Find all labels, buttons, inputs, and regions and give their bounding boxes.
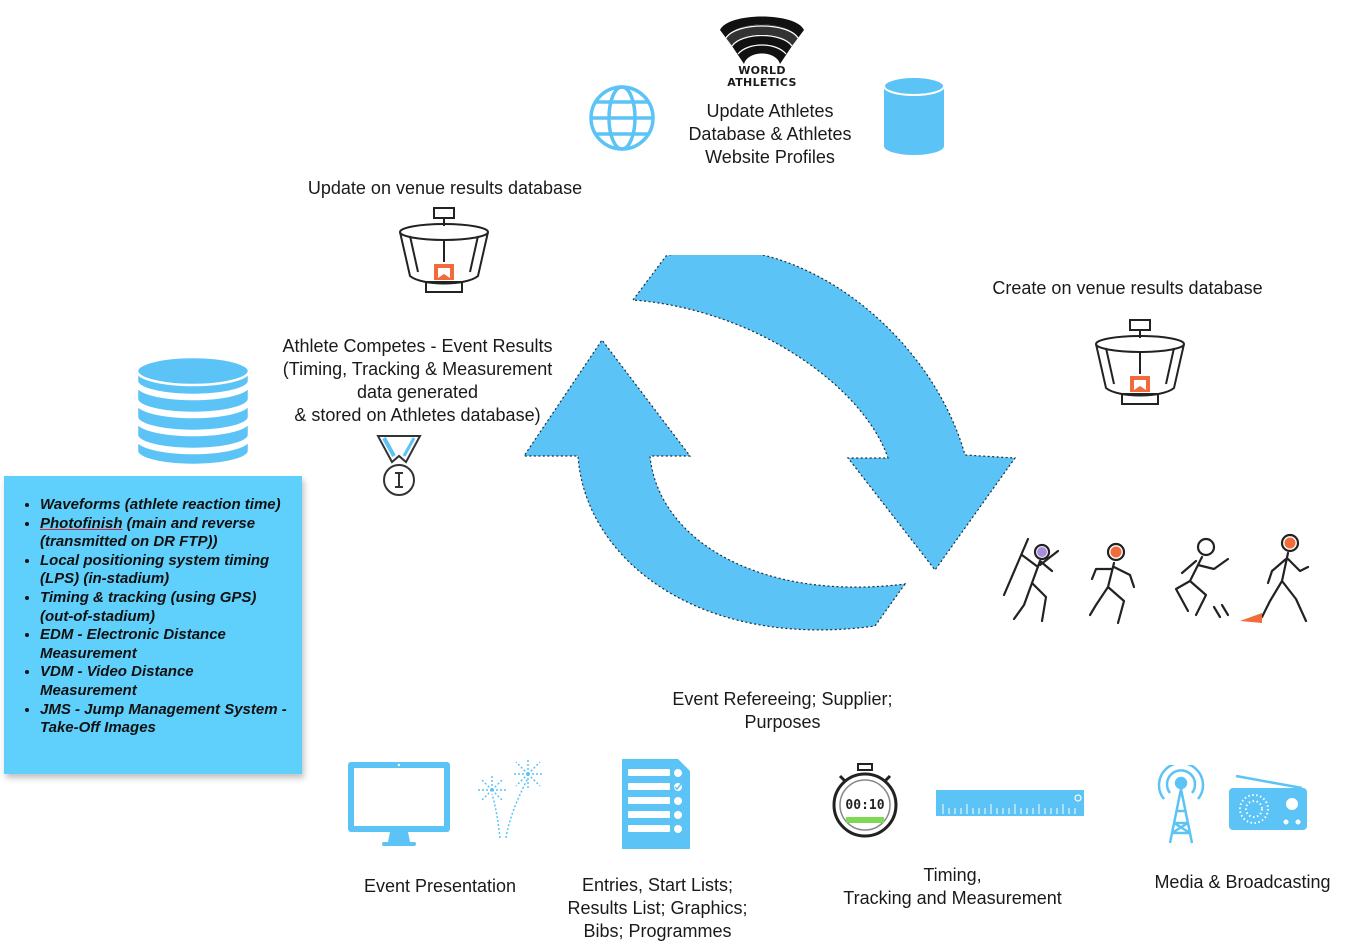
list-item-text: JMS - Jump Management System - Take-Off … (40, 700, 287, 737)
list-item: Timing & tracking (using GPS) (out-of-st… (40, 589, 292, 626)
world-athletics-wordmark: WORLD ATHLETICS (712, 65, 812, 89)
stopwatch-readout: 00:10 (845, 798, 884, 813)
refereeing-line-2: Purposes (744, 712, 821, 732)
list-item-text: (main and reverse (transmitted on DR FTP… (40, 514, 256, 551)
list-item-text: EDM - Electronic Distance Measurement (40, 626, 226, 662)
database-icon (883, 76, 945, 155)
update-athletes-label: Update Athletes Database & Athletes Webs… (670, 100, 870, 169)
list-item: EDM - Electronic Distance Measurement (40, 626, 292, 663)
data-sources-list: Waveforms (athlete reaction time) Photof… (4, 476, 302, 738)
athletes-icon (1002, 533, 1310, 625)
list-item: Waveforms (athlete reaction time) (40, 496, 292, 515)
globe-icon (589, 85, 655, 151)
athlete-competes-line-4: & stored on Athletes database) (294, 405, 541, 425)
stopwatch-icon: 00:10 (832, 763, 898, 838)
entries-line-3: Bibs; Programmes (583, 921, 732, 941)
list-item-underlined: Photofinish (40, 514, 123, 532)
media-label: Media & Broadcasting (1154, 872, 1331, 892)
refereeing-label: Event Refereeing; Supplier; Purposes (640, 688, 925, 734)
logo-line-1: WORLD (738, 64, 786, 77)
timing-line-2: Tracking and Measurement (843, 888, 1062, 908)
cycle-arrow-left (522, 338, 907, 631)
checklist-icon (622, 759, 690, 849)
refereeing-line-1: Event Refereeing; Supplier; (672, 689, 893, 709)
list-item-text: Local positioning system timing (LPS) (i… (40, 551, 270, 588)
entries-line-2: Results List; Graphics; (567, 898, 748, 918)
ruler-icon (936, 790, 1084, 816)
update-athletes-line-3: Website Profiles (705, 147, 835, 167)
list-item-text: Waveforms (athlete reaction time) (40, 496, 281, 513)
timing-label: Timing, Tracking and Measurement (815, 864, 1090, 910)
list-item: VDM - Video Distance Measurement (40, 663, 292, 700)
entries-line-1: Entries, Start Lists; (581, 875, 734, 895)
timing-line-1: Timing, (923, 865, 982, 885)
athlete-competes-line-1: Athlete Competes - Event Results (282, 336, 553, 356)
database-stack-icon (135, 355, 251, 467)
event-presentation-label: Event Presentation (363, 876, 517, 896)
list-item-text: Timing & tracking (using GPS) (out-of-st… (40, 588, 257, 625)
broadcast-tower-icon (1157, 765, 1205, 844)
logo-line-2: ATHLETICS (727, 76, 797, 89)
create-venue-label: Create on venue results database (992, 278, 1263, 298)
list-item: JMS - Jump Management System - Take-Off … (40, 701, 292, 738)
radio-icon (1229, 774, 1307, 830)
cycle-arrow-right (631, 255, 1017, 572)
fireworks-icon (478, 758, 544, 839)
update-athletes-line-2: Database & Athletes (688, 124, 852, 144)
list-item: Photofinish (main and reverse (transmitt… (40, 515, 292, 552)
cycle-arrows (522, 255, 1017, 631)
update-venue-label: Update on venue results database (307, 178, 583, 198)
list-item-text: VDM - Video Distance Measurement (40, 663, 194, 699)
medal-icon (376, 435, 422, 496)
list-item: Local positioning system timing (LPS) (i… (40, 552, 292, 589)
stadium-icon (399, 207, 489, 293)
world-athletics-logo (720, 16, 804, 64)
athlete-competes-line-3: data generated (356, 382, 479, 402)
entries-label: Entries, Start Lists; Results List; Grap… (545, 874, 770, 943)
stadium-icon-right (1095, 319, 1185, 405)
data-sources-box: Waveforms (athlete reaction time) Photof… (4, 476, 302, 774)
update-athletes-line-1: Update Athletes (706, 101, 834, 121)
monitor-icon (348, 762, 450, 846)
athlete-competes-label: Athlete Competes - Event Results (Timing… (250, 335, 585, 427)
athlete-competes-line-2: (Timing, Tracking & Measurement (282, 359, 553, 379)
